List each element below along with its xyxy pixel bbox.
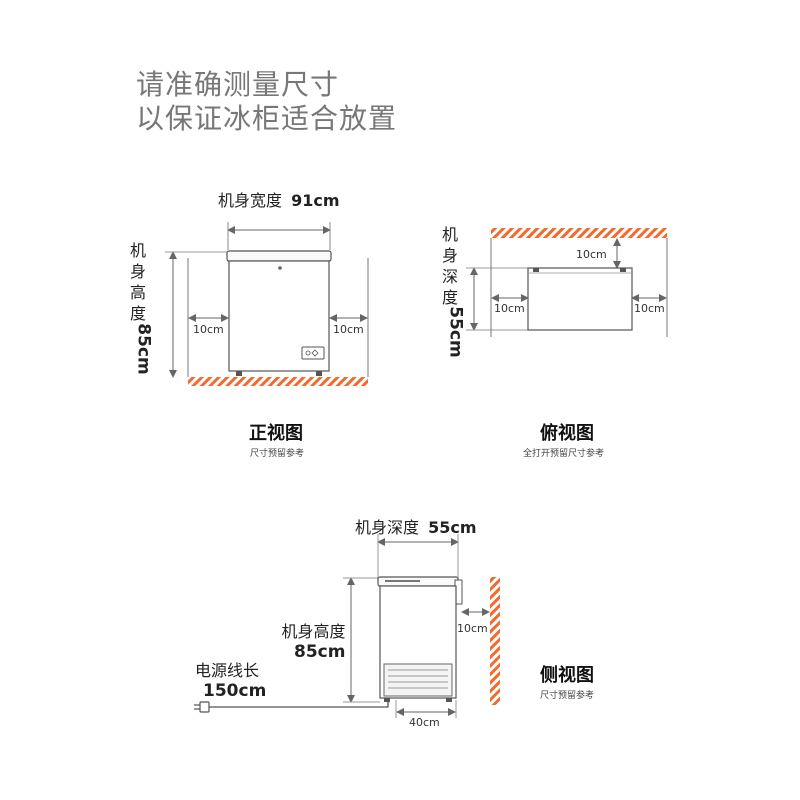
- headline-line-2: 以保证冰柜适合放置: [136, 102, 398, 135]
- front-height-char-1: 机: [130, 241, 147, 260]
- cord-length-label-text: 电源线长: [195, 661, 260, 680]
- side-height-value: 85cm: [294, 642, 346, 662]
- side-gap-wall: 10cm: [457, 622, 488, 635]
- top-depth-char-3: 深: [442, 267, 459, 286]
- power-plug-icon: [199, 701, 210, 713]
- top-gap-left: 10cm: [494, 302, 525, 315]
- front-gap-right: 10cm: [333, 323, 364, 336]
- side-height-label: 机身高度 85cm: [276, 618, 345, 662]
- top-depth-char-1: 机: [442, 225, 459, 244]
- front-gap-left: 10cm: [193, 323, 224, 336]
- top-depth-value: 55cm: [445, 306, 466, 358]
- top-depth-char-2: 身: [442, 246, 459, 265]
- front-height-label: 机 身 高 度: [130, 240, 146, 324]
- front-view-title: 正视图: [249, 423, 303, 444]
- top-view-title: 俯视图: [540, 423, 594, 444]
- top-depth-label: 机 身 深 度: [442, 224, 458, 308]
- top-freezer-outline: [527, 267, 633, 331]
- top-gap-back: 10cm: [576, 248, 607, 261]
- front-view: [165, 222, 369, 386]
- top-depth-char-4: 度: [442, 288, 459, 307]
- front-floor-hatch: [188, 377, 368, 386]
- front-width-label: 机身宽度 91cm: [218, 191, 340, 210]
- top-gap-right: 10cm: [634, 302, 665, 315]
- front-foot-left: [236, 371, 242, 376]
- front-foot-right: [316, 371, 322, 376]
- cord-length-label: 电源线长 150cm: [195, 657, 266, 701]
- side-bottom-gap: 40cm: [409, 716, 440, 729]
- side-view: [194, 534, 500, 718]
- side-view-subtitle: 尺寸预留参考: [540, 691, 595, 701]
- front-height-char-2: 身: [130, 262, 147, 281]
- power-cord: [208, 702, 389, 708]
- side-height-label-text: 机身高度: [281, 622, 346, 641]
- control-panel-icon: [301, 346, 325, 360]
- front-view-subtitle: 尺寸预留参考: [250, 449, 305, 459]
- front-freezer-lid: [226, 250, 332, 262]
- headline: 请准确测量尺寸 以保证冰柜适合放置: [136, 68, 397, 136]
- side-view-title: 侧视图: [540, 665, 594, 686]
- side-depth-label: 机身深度 55cm: [355, 518, 477, 537]
- top-view: [466, 228, 668, 337]
- front-height-char-3: 高: [130, 283, 147, 302]
- compressor-vent: [383, 663, 453, 697]
- side-wall-hatch: [490, 577, 500, 705]
- cord-length-value: 150cm: [203, 681, 267, 701]
- front-height-value: 85cm: [133, 323, 154, 375]
- headline-line-1: 请准确测量尺寸: [136, 68, 340, 101]
- top-view-subtitle: 全打开预留尺寸参考: [523, 449, 605, 459]
- front-height-char-4: 度: [130, 304, 147, 323]
- top-wall-hatch: [491, 228, 667, 238]
